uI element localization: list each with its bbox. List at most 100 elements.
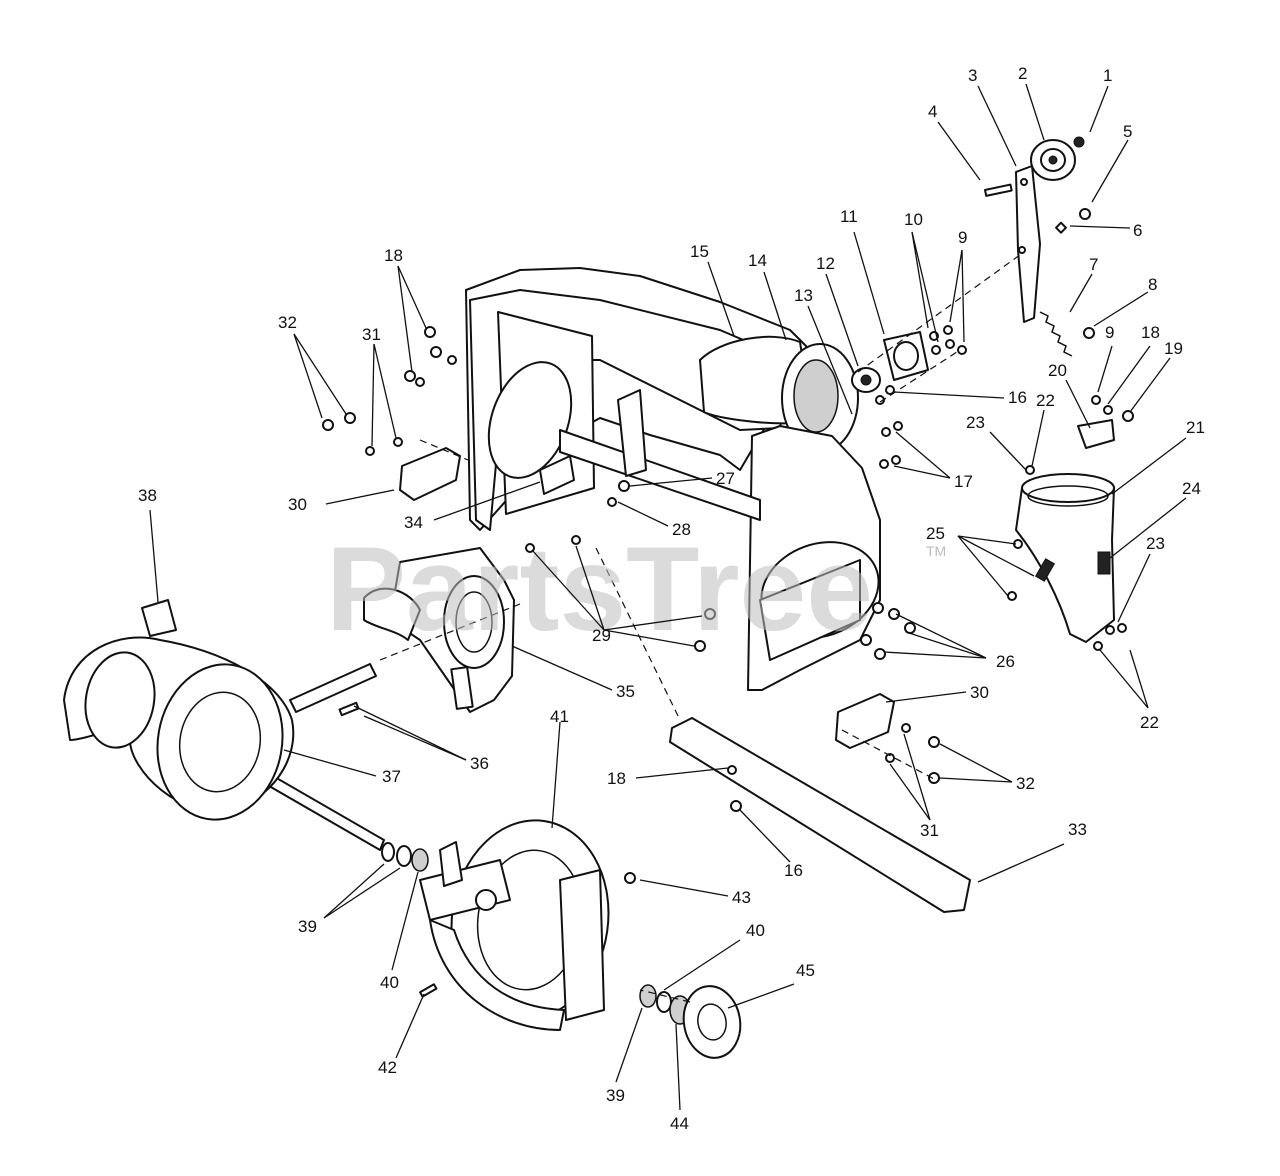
leader-39a2 — [323, 867, 401, 919]
auger-bearings — [381, 842, 742, 1059]
left-auger — [63, 599, 295, 821]
skid-nut — [322, 419, 334, 431]
leader-41 — [551, 721, 561, 829]
leader-18b — [1107, 345, 1151, 405]
skid-shoe-right — [835, 693, 895, 749]
skid-washer — [885, 753, 895, 763]
chute-washer — [1103, 405, 1113, 415]
leader-32b2 — [939, 777, 1013, 783]
axis-line — [595, 547, 681, 721]
leader-17b — [893, 465, 951, 479]
carriage-bolt — [618, 480, 630, 492]
callout-39-right: 39 — [606, 1086, 625, 1105]
leader-14 — [763, 271, 787, 341]
carriage-bolt — [694, 640, 706, 652]
callout-40-left: 40 — [380, 973, 399, 992]
leader-26b — [883, 651, 987, 659]
callout-33: 33 — [1068, 820, 1087, 839]
bolt-head — [879, 459, 889, 469]
skid-shoes — [322, 412, 940, 784]
callout-23-lower: 23 — [1146, 534, 1165, 553]
bolt-head — [885, 385, 895, 395]
leader-45 — [727, 983, 795, 1009]
leader-29d — [603, 629, 695, 647]
leader-11 — [853, 231, 885, 335]
leader-9a2 — [961, 249, 965, 343]
leader-23b — [1117, 553, 1151, 623]
nut — [945, 339, 955, 349]
carriage-bolts — [404, 326, 457, 387]
leader-25b — [957, 535, 1035, 577]
leader-1 — [1089, 85, 1109, 133]
chute-ring-top — [1021, 473, 1115, 503]
callout-1: 1 — [1103, 66, 1112, 85]
leader-9b — [1097, 345, 1113, 393]
callout-27: 27 — [716, 469, 735, 488]
watermark-text: PartsTree — [326, 522, 873, 656]
leader-25c — [957, 535, 1009, 597]
callout-37: 37 — [382, 767, 401, 786]
chute-nut — [1105, 625, 1115, 635]
bolt — [430, 346, 442, 358]
nut — [931, 345, 941, 355]
bushing — [639, 984, 657, 1008]
callout-19: 19 — [1164, 339, 1183, 358]
axis-line — [639, 989, 691, 1003]
callout-14: 14 — [748, 251, 767, 270]
extension-spring — [1039, 311, 1073, 357]
leader-31a2 — [373, 343, 397, 439]
callout-30-right: 30 — [970, 683, 989, 702]
callout-5: 5 — [1123, 122, 1132, 141]
callout-34: 34 — [404, 513, 423, 532]
leader-43 — [639, 879, 729, 897]
leader-42 — [395, 993, 425, 1059]
bolt — [415, 377, 425, 387]
callout-3: 3 — [968, 66, 977, 85]
leader-37 — [283, 749, 377, 777]
leader-22a — [1031, 409, 1045, 467]
callout-35: 35 — [616, 682, 635, 701]
idler-pulley-assembly — [984, 136, 1095, 357]
callout-42: 42 — [378, 1058, 397, 1077]
leader-6 — [1069, 225, 1131, 229]
pulley-bore — [1048, 155, 1058, 165]
leader-32a2 — [293, 333, 347, 415]
bearing-bore — [860, 374, 872, 386]
chute-bracket — [1077, 419, 1115, 449]
bolt — [888, 608, 900, 620]
watermark: PartsTree TM — [326, 522, 946, 656]
worm-shaft — [289, 663, 377, 713]
scraper-bolt — [727, 765, 737, 775]
leader-21 — [1111, 437, 1187, 495]
leader-33 — [977, 843, 1065, 883]
hex-nut — [624, 872, 636, 884]
callout-6: 6 — [1133, 221, 1142, 240]
bracket-hole — [1020, 178, 1028, 186]
callout-28: 28 — [672, 520, 691, 539]
callout-18-right: 18 — [1141, 323, 1160, 342]
shoulder-bolt — [984, 183, 1013, 197]
callout-41: 41 — [550, 707, 569, 726]
callout-40-right: 40 — [746, 921, 765, 940]
skid-nut — [928, 736, 940, 748]
bolt-head — [893, 421, 903, 431]
callout-39-left: 39 — [298, 917, 317, 936]
callout-43: 43 — [732, 888, 751, 907]
callout-38: 38 — [138, 486, 157, 505]
leader-29 — [531, 549, 605, 631]
leader-16a — [893, 391, 1005, 399]
callout-22-lower: 22 — [1140, 713, 1159, 732]
bolt — [424, 326, 436, 338]
scraper-nut — [730, 800, 742, 812]
watermark-trademark: TM — [926, 543, 946, 559]
axis-line — [419, 439, 469, 461]
leader-44 — [675, 1023, 681, 1111]
callout-18-lower: 18 — [607, 769, 626, 788]
housing-hardware — [525, 455, 916, 660]
leader-20 — [1065, 379, 1091, 429]
leader-15 — [707, 261, 735, 337]
impeller-hub — [455, 591, 493, 653]
callout-36: 36 — [470, 754, 489, 773]
callout-15: 15 — [690, 242, 709, 261]
